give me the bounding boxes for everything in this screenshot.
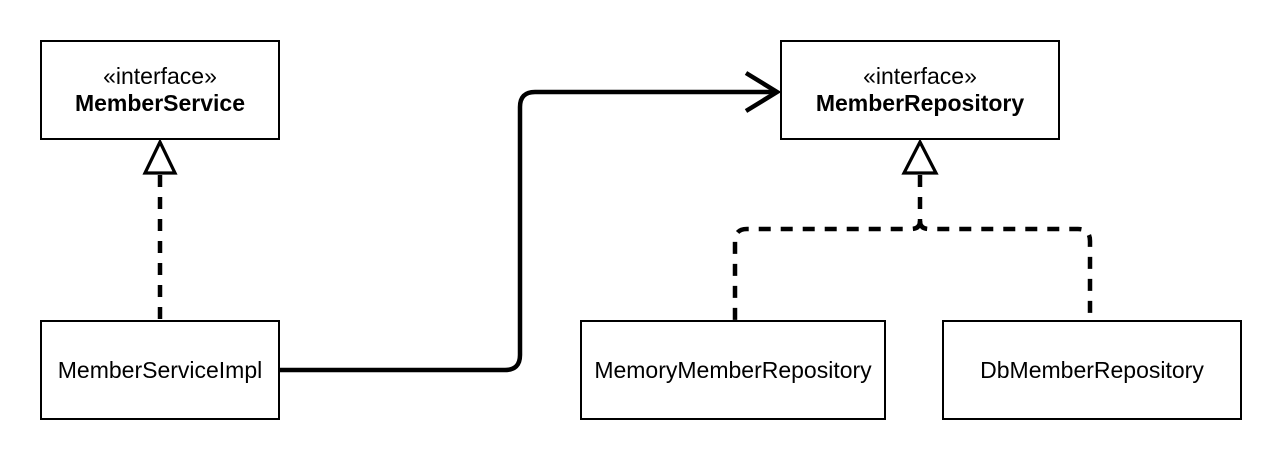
realization-line-dbmemberrepository-memberrepository: [917, 220, 1093, 320]
class-name-member-service: MemberService: [74, 90, 246, 116]
class-box-memory-member-repository: MemoryMemberRepository: [580, 320, 886, 420]
stereotype-label: «interface»: [863, 63, 977, 89]
realization-line-memorymemberrepository-memberrepository: [732, 220, 923, 320]
open-arrowhead-memberrepository: [744, 71, 782, 113]
class-box-member-repository: «interface» MemberRepository: [780, 40, 1060, 140]
dependency-line-memberserviceimpl-memberrepository: [280, 89, 775, 373]
class-name-memory-member-repository: MemoryMemberRepository: [594, 356, 872, 383]
hollow-triangle-memberservice: [142, 138, 178, 175]
class-name-db-member-repository: DbMemberRepository: [980, 356, 1204, 383]
class-name-member-service-impl: MemberServiceImpl: [57, 356, 263, 383]
stereotype-label: «interface»: [103, 63, 217, 89]
class-box-member-service: «interface» MemberService: [40, 40, 280, 140]
class-name-member-repository: MemberRepository: [815, 90, 1025, 116]
class-box-db-member-repository: DbMemberRepository: [942, 320, 1242, 420]
hollow-triangle-memberrepository: [901, 138, 939, 175]
class-box-member-service-impl: MemberServiceImpl: [40, 320, 280, 420]
